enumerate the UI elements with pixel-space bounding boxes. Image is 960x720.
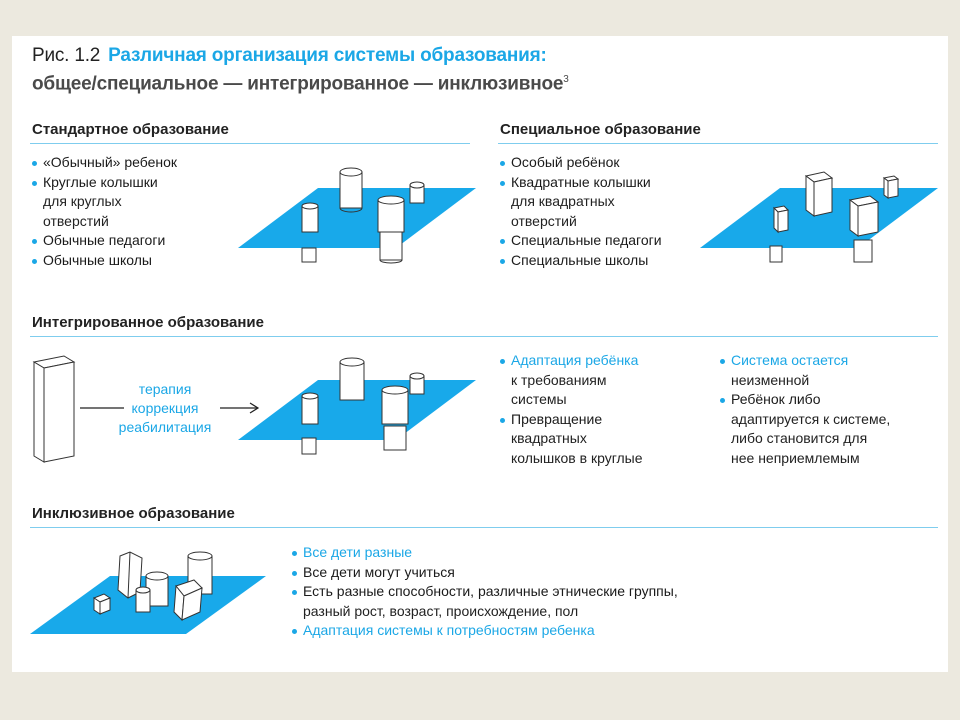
list-item: Обычные школы <box>30 251 177 271</box>
list-item: «Обычный» ребенок <box>30 153 177 173</box>
square-pegs-board-illustration <box>700 171 938 263</box>
figure-title: Рис. 1.2 Различная организация системы об… <box>32 44 569 96</box>
round-pegs-board-illustration <box>238 167 476 264</box>
special-section-title: Специальное образование <box>500 121 701 138</box>
special-list: Особый ребёнок Квадратные колышки для кв… <box>498 153 662 270</box>
list-item: Особый ребёнок <box>498 153 662 173</box>
list-item: Адаптация системы к потребностям ребенка <box>290 621 678 641</box>
standard-list: «Обычный» ребенок Круглые колышки для кр… <box>30 153 177 270</box>
list-item: неизменной <box>731 371 810 388</box>
list-item: Система остается <box>718 351 890 371</box>
figure-number: Рис. 1.2 <box>32 45 101 66</box>
list-item: разный рост, возраст, происхождение, пол <box>303 602 579 619</box>
list-item: либо становится для <box>731 430 868 446</box>
square-peg-column-illustration <box>32 355 76 463</box>
list-item: отверстий <box>43 212 109 229</box>
footnote-mark: 3 <box>563 74 569 85</box>
list-item: Превращение <box>498 410 643 430</box>
list-item: колышков в круглые <box>511 449 643 466</box>
rehabilitation-label: реабилитация <box>118 419 212 435</box>
figure-sheet <box>12 36 948 672</box>
list-item: Специальные педагоги <box>498 231 662 251</box>
list-item: отверстий <box>511 212 577 229</box>
list-item: Адаптация ребёнка <box>498 351 643 371</box>
list-item: Все дети разные <box>290 543 678 563</box>
list-item: адаптируется к системе, <box>731 410 891 427</box>
integrated-board-illustration <box>238 357 476 455</box>
correction-label: коррекция <box>131 400 199 416</box>
therapy-label: терапия <box>138 381 192 397</box>
list-item: для круглых <box>43 193 122 209</box>
inclusive-section-rule <box>30 527 938 528</box>
figure-title-line2: общее/специальное — интегрированное — ин… <box>32 73 564 95</box>
list-item: Есть разные способности, различные этнич… <box>290 582 678 602</box>
integrated-section-title: Интегрированное образование <box>32 314 264 331</box>
list-item: нее неприемлемым <box>731 449 860 466</box>
inclusive-list: Все дети разные Все дети могут учиться Е… <box>290 543 678 641</box>
therapy-labels: терапия коррекция реабилитация <box>110 380 220 437</box>
list-item: Круглые колышки <box>30 173 177 193</box>
list-item: Обычные педагоги <box>30 231 177 251</box>
integrated-section-rule <box>30 336 938 337</box>
inclusive-section-title: Инклюзивное образование <box>32 505 235 522</box>
list-item: системы <box>511 391 567 407</box>
figure-title-line1: Различная организация системы образовани… <box>108 45 547 66</box>
list-item: Все дети могут учиться <box>290 563 678 583</box>
diverse-pegs-board-illustration <box>30 551 266 634</box>
list-item: Ребёнок либо <box>718 390 890 410</box>
integrated-list-1: Адаптация ребёнка к требованиям системы … <box>498 351 643 468</box>
standard-section-rule <box>30 143 470 144</box>
standard-section-title: Стандартное образование <box>32 121 229 138</box>
list-item: для квадратных <box>511 193 615 209</box>
list-item: к требованиям <box>511 371 607 388</box>
list-item: Квадратные колышки <box>498 173 662 193</box>
integrated-list-2: Система остается неизменной Ребёнок либо… <box>718 351 890 468</box>
list-item: квадратных <box>511 430 587 446</box>
list-item: Специальные школы <box>498 251 662 271</box>
special-section-rule <box>498 143 938 144</box>
arrow-right-icon <box>80 402 260 414</box>
